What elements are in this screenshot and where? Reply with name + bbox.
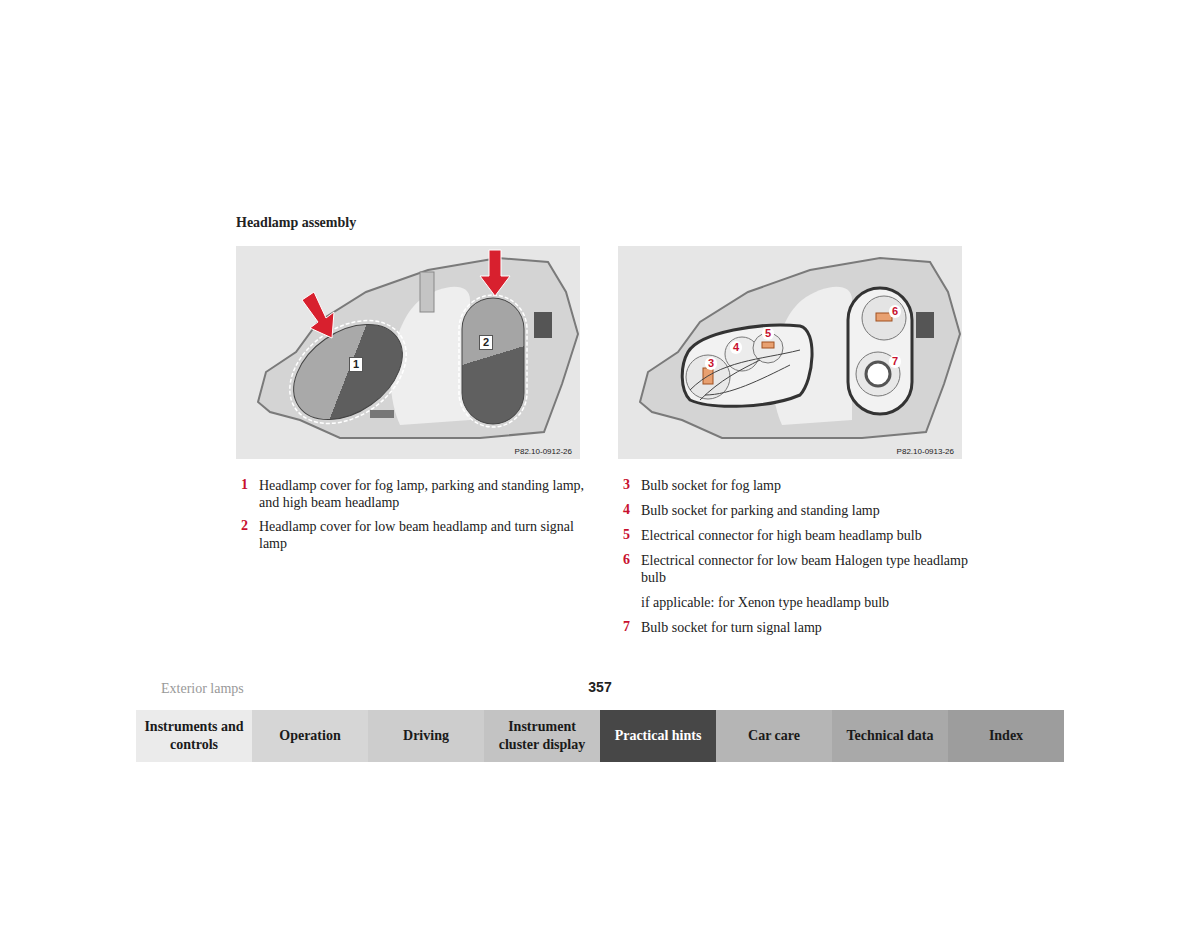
bulb-socket <box>856 352 900 396</box>
legend-text: Bulb socket for turn signal lamp <box>641 619 976 636</box>
tab-label: Driving <box>403 727 449 745</box>
callout-number: 5 <box>762 327 774 340</box>
tab-label: Instruments and controls <box>142 718 246 754</box>
callout-number: 3 <box>705 357 717 370</box>
red-arrow <box>480 250 510 296</box>
nav-bar <box>136 710 1064 762</box>
nav-tab: Operation <box>252 710 368 762</box>
nav-tab: Technical data <box>832 710 948 762</box>
heading: Headlamp assembly <box>236 215 356 231</box>
tab-label: Technical data <box>847 727 934 745</box>
callout-number: 7 <box>889 355 901 368</box>
panel-ground <box>618 246 962 459</box>
legend-text: Electrical connector for high beam headl… <box>641 527 976 544</box>
callout-number: 4 <box>730 341 742 354</box>
legend-number: 4 <box>623 502 630 518</box>
figure-code: P82.10-0912-26 <box>515 447 572 456</box>
legend-number: 3 <box>623 477 630 493</box>
nav-tab: Index <box>948 710 1064 762</box>
legend-text: Bulb socket for fog lamp <box>641 477 976 494</box>
nav-tab: Driving <box>368 710 484 762</box>
nav-tab: Instrument cluster display <box>484 710 600 762</box>
red-arrow <box>302 292 334 338</box>
nav-tab: Practical hints <box>600 710 716 762</box>
callout-number: 2 <box>479 335 493 350</box>
bulb <box>866 362 890 386</box>
legend-text: Electrical connector for low beam Haloge… <box>641 552 976 586</box>
callout-number: 1 <box>349 357 363 372</box>
page-number: 357 <box>575 679 625 696</box>
tab-label: Operation <box>279 727 340 745</box>
headlamp-cover <box>276 305 420 439</box>
section-name: Exterior lamps <box>161 680 244 697</box>
tab-label: Practical hints <box>615 727 702 745</box>
housing-clip <box>534 312 552 338</box>
wire <box>690 350 800 400</box>
legend-text: Bulb socket for parking and standing lam… <box>641 502 976 519</box>
legend-number: 5 <box>623 527 630 543</box>
nav-tab: Instruments and controls <box>136 710 252 762</box>
illustration-panel: P82.10-0913-26 <box>618 246 962 459</box>
headlamp-cover <box>462 298 524 424</box>
panel-ground <box>236 246 580 459</box>
housing-tab <box>420 272 434 312</box>
tab-label: Index <box>989 727 1023 745</box>
legend-number: 2 <box>241 518 248 534</box>
legend-number: 7 <box>623 619 630 635</box>
nav-tab: Car care <box>716 710 832 762</box>
legend-number: 1 <box>241 477 248 493</box>
housing <box>640 258 960 438</box>
figure-code: P82.10-0913-26 <box>897 447 954 456</box>
illustration-panel: P82.10-0912-26 <box>236 246 580 459</box>
legend-number: 6 <box>623 552 630 568</box>
connector <box>762 342 774 348</box>
bulb-socket <box>862 296 906 340</box>
legend-text: Headlamp cover for fog lamp, parking and… <box>259 477 594 511</box>
vent <box>370 410 394 418</box>
legend-text: Headlamp cover for low beam headlamp and… <box>259 518 594 552</box>
lamp-opening <box>848 288 912 414</box>
tab-label: Car care <box>748 727 800 745</box>
tab-label: Instrument cluster display <box>490 718 594 754</box>
lamp-opening <box>682 325 812 406</box>
legend-note: if applicable: for Xenon type headlamp b… <box>641 594 976 611</box>
callout-number: 6 <box>889 305 901 318</box>
housing-clip <box>916 312 934 338</box>
